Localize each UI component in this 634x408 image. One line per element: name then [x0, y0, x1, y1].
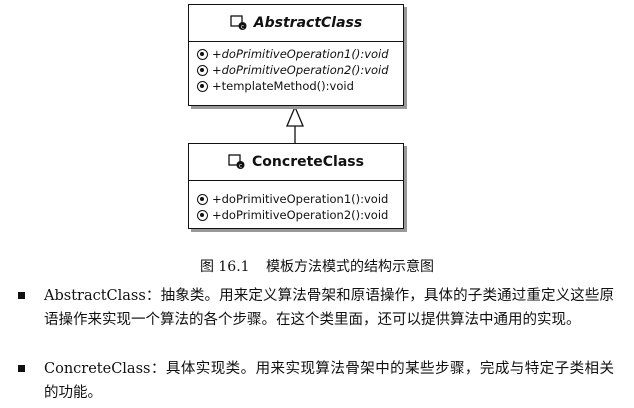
class-icon: c	[228, 154, 245, 169]
figure-title: 模板方法模式的结构示意图	[266, 259, 435, 275]
bullet-abstract-class: AbstractClass：抽象类。用来定义算法骨架和原语操作，具体的子类通过重…	[18, 284, 614, 332]
operation-row: +doPrimitiveOperation2():void	[197, 62, 403, 78]
class-icon: c	[230, 15, 247, 30]
public-method-icon	[197, 209, 208, 221]
bullet-square-icon	[18, 365, 25, 372]
svg-text:c: c	[239, 162, 242, 169]
public-method-icon	[197, 64, 208, 76]
abstract-class-operations: +doPrimitiveOperation1():void +doPrimiti…	[189, 42, 403, 98]
figure-caption: 图 16.1 模板方法模式的结构示意图	[0, 256, 634, 276]
figure-number: 图 16.1	[199, 259, 250, 275]
operation-label: +doPrimitiveOperation1():void	[212, 192, 389, 206]
inheritance-arrowhead	[286, 105, 304, 127]
public-method-icon	[197, 80, 208, 92]
operation-label: +doPrimitiveOperation1():void	[212, 47, 389, 61]
bullet-square-icon	[18, 292, 25, 299]
bullet-text: ConcreteClass：具体实现类。用来实现算法骨架中的某些步骤，完成与特定…	[44, 361, 614, 401]
bullet-concrete-class: ConcreteClass：具体实现类。用来实现算法骨架中的某些步骤，完成与特定…	[18, 357, 614, 405]
concrete-class-name: ConcreteClass	[252, 154, 364, 170]
public-method-icon	[197, 193, 208, 205]
operation-row: +doPrimitiveOperation1():void	[197, 191, 403, 207]
abstract-class-header: c AbstractClass	[189, 5, 403, 42]
concrete-class-box[interactable]: c ConcreteClass +doPrimitiveOperation1()…	[188, 143, 404, 229]
operation-label: +doPrimitiveOperation2():void	[212, 63, 389, 77]
svg-text:c: c	[241, 23, 244, 30]
abstract-class-name: AbstractClass	[253, 15, 363, 31]
operation-row: +doPrimitiveOperation1():void	[197, 46, 403, 62]
public-method-icon	[197, 48, 208, 60]
operation-label: +doPrimitiveOperation2():void	[212, 208, 389, 222]
operation-row: +doPrimitiveOperation2():void	[197, 207, 403, 223]
operation-row: +templateMethod():void	[197, 78, 403, 94]
operation-label: +templateMethod():void	[212, 79, 354, 93]
concrete-class-operations: +doPrimitiveOperation1():void +doPrimiti…	[189, 181, 403, 227]
bullet-text: AbstractClass：抽象类。用来定义算法骨架和原语操作，具体的子类通过重…	[44, 288, 614, 328]
concrete-class-header: c ConcreteClass	[189, 144, 403, 181]
abstract-class-box[interactable]: c AbstractClass +doPrimitiveOperation1()…	[188, 4, 404, 106]
